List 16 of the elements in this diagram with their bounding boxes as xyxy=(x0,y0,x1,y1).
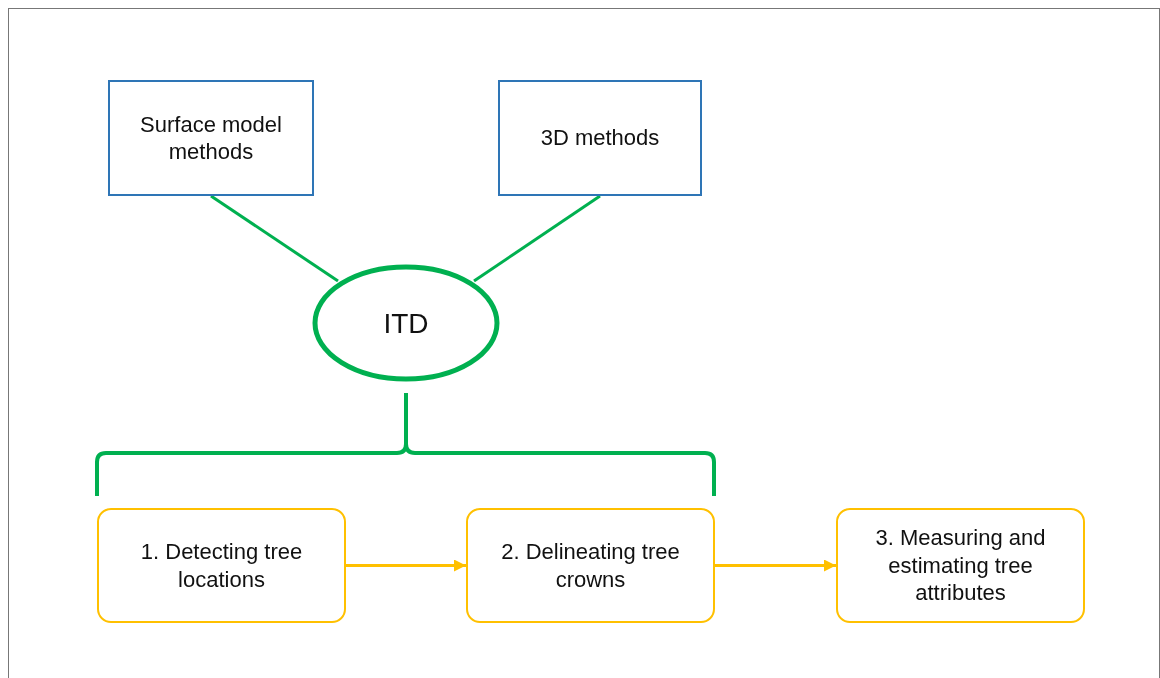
arrow xyxy=(346,559,466,572)
node-label: ITD xyxy=(382,306,430,341)
node-label: 3D methods xyxy=(539,124,661,152)
method-box xyxy=(498,80,702,196)
step-box xyxy=(97,508,346,623)
node-label: 1. Detecting tree locations xyxy=(139,538,304,593)
step-box xyxy=(836,508,1085,623)
connector-line xyxy=(210,194,339,283)
node-label: 2. Delineating tree crowns xyxy=(500,538,681,593)
method-box xyxy=(108,80,314,196)
arrow xyxy=(715,559,836,572)
node-label: Surface model methods xyxy=(139,110,283,166)
itd-ellipse xyxy=(312,264,500,382)
connector-line xyxy=(473,194,601,283)
node-label: 3. Measuring and estimating tree attributes xyxy=(874,524,1047,607)
step-box xyxy=(466,508,715,623)
